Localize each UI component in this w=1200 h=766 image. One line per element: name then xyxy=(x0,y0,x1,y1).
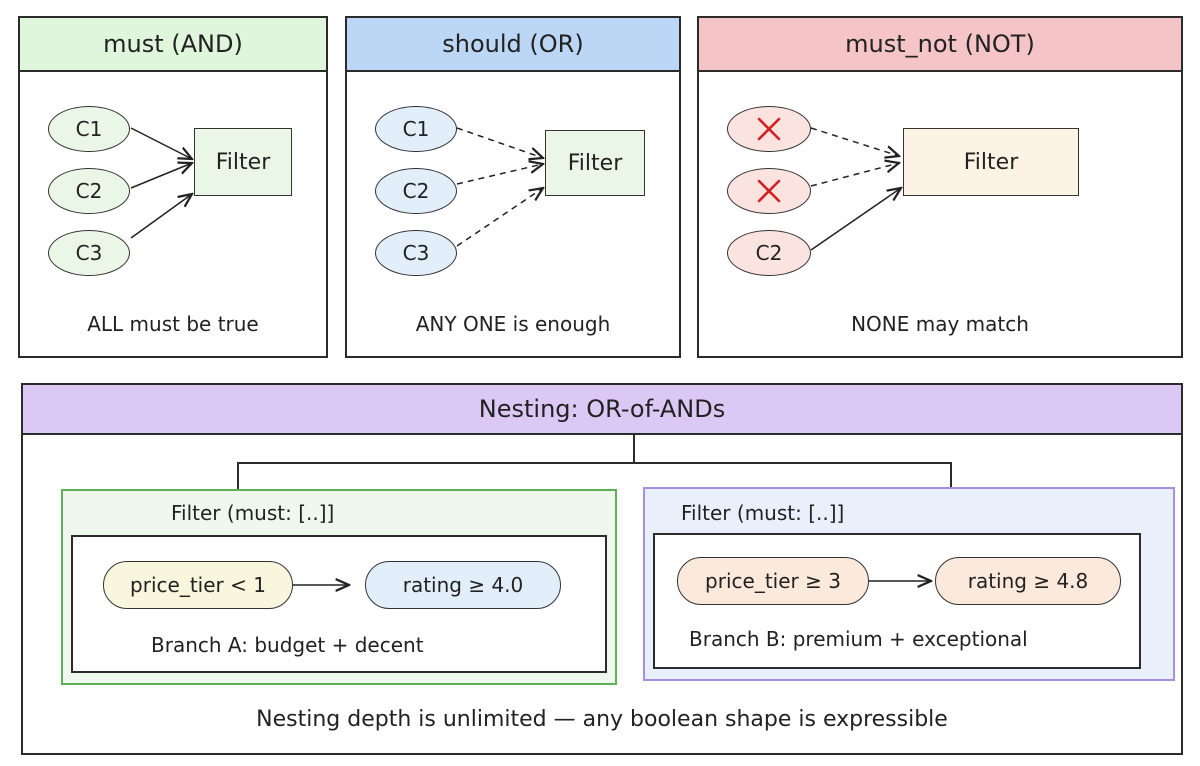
branch-b: Filter (must: [..]] price_tier ≥ 3 ratin… xyxy=(643,487,1175,681)
must-not-panel-title: must_not (NOT) xyxy=(845,30,1035,58)
must-not-connectors xyxy=(810,127,1185,251)
branch-b-connector xyxy=(869,535,1143,671)
branch-a-condition-1: price_tier < 1 xyxy=(103,561,293,609)
branch-a-title: Filter (must: [..]] xyxy=(171,501,335,525)
branch-a-connector xyxy=(293,537,609,675)
x-icon xyxy=(757,117,781,141)
should-arrow-c3 xyxy=(456,188,543,247)
branch-b-caption: Branch B: premium + exceptional xyxy=(689,627,1028,651)
branch-a-caption: Branch A: budget + decent xyxy=(151,633,424,657)
branch-b-condition-1: price_tier ≥ 3 xyxy=(677,557,869,605)
branch-a: Filter (must: [..]] price_tier < 1 ratin… xyxy=(61,489,617,685)
must-panel-title: must (AND) xyxy=(103,30,243,58)
should-caption: ANY ONE is enough xyxy=(415,312,611,336)
should-node-c3: C3 xyxy=(375,230,457,276)
must-not-arrow-x2 xyxy=(810,163,899,187)
must-not-panel-header: must_not (NOT) xyxy=(699,18,1181,72)
must-not-excluded-node-2 xyxy=(727,168,811,214)
must-node-c1: C1 xyxy=(48,106,130,152)
must-panel-header: must (AND) xyxy=(20,18,326,72)
must-arrow-c2 xyxy=(130,163,192,189)
must-not-excluded-node-1 xyxy=(727,106,811,152)
nesting-caption: Nesting depth is unlimited — any boolean… xyxy=(256,707,948,732)
should-panel: should (OR) C1 C2 C3 Filter ANY ONE is e… xyxy=(345,16,681,358)
should-node-c1: C1 xyxy=(375,106,457,152)
branch-a-inner: price_tier < 1 rating ≥ 4.0 Branch A: bu… xyxy=(71,535,607,673)
nesting-tree-connector xyxy=(237,435,952,489)
branch-a-condition-2: rating ≥ 4.0 xyxy=(365,561,561,609)
must-not-filter-box: Filter xyxy=(903,128,1079,196)
nesting-panel: Nesting: OR-of-ANDs Filter (must: [..]] … xyxy=(21,383,1183,755)
should-node-c2: C2 xyxy=(375,168,457,214)
must-caption: ALL must be true xyxy=(87,312,259,336)
should-panel-title: should (OR) xyxy=(442,30,584,58)
should-filter-box: Filter xyxy=(545,130,645,196)
must-not-panel: must_not (NOT) C2 Filter NONE may match xyxy=(697,16,1183,358)
branch-b-title: Filter (must: [..]] xyxy=(681,501,845,525)
must-arrow-c3 xyxy=(130,194,192,239)
nesting-panel-title: Nesting: OR-of-ANDs xyxy=(478,395,726,423)
should-arrow-c1 xyxy=(456,127,543,158)
must-arrow-c1 xyxy=(130,127,192,159)
branch-b-condition-2: rating ≥ 4.8 xyxy=(935,557,1121,605)
must-node-c3: C3 xyxy=(48,230,130,276)
must-not-caption: NONE may match xyxy=(851,312,1029,336)
should-arrow-c2 xyxy=(456,164,543,185)
must-node-c2: C2 xyxy=(48,168,130,214)
should-panel-header: should (OR) xyxy=(347,18,679,72)
must-connectors xyxy=(130,127,330,239)
must-filter-box: Filter xyxy=(194,128,292,196)
must-not-node-c2: C2 xyxy=(727,230,811,276)
should-connectors xyxy=(456,127,683,247)
must-not-arrow-c2 xyxy=(810,188,901,251)
branch-b-inner: price_tier ≥ 3 rating ≥ 4.8 Branch B: pr… xyxy=(653,533,1141,669)
must-panel: must (AND) C1 C2 C3 Filter ALL must be t… xyxy=(18,16,328,358)
nesting-panel-header: Nesting: OR-of-ANDs xyxy=(23,385,1181,435)
must-not-arrow-x1 xyxy=(810,127,899,156)
x-icon xyxy=(757,179,781,203)
